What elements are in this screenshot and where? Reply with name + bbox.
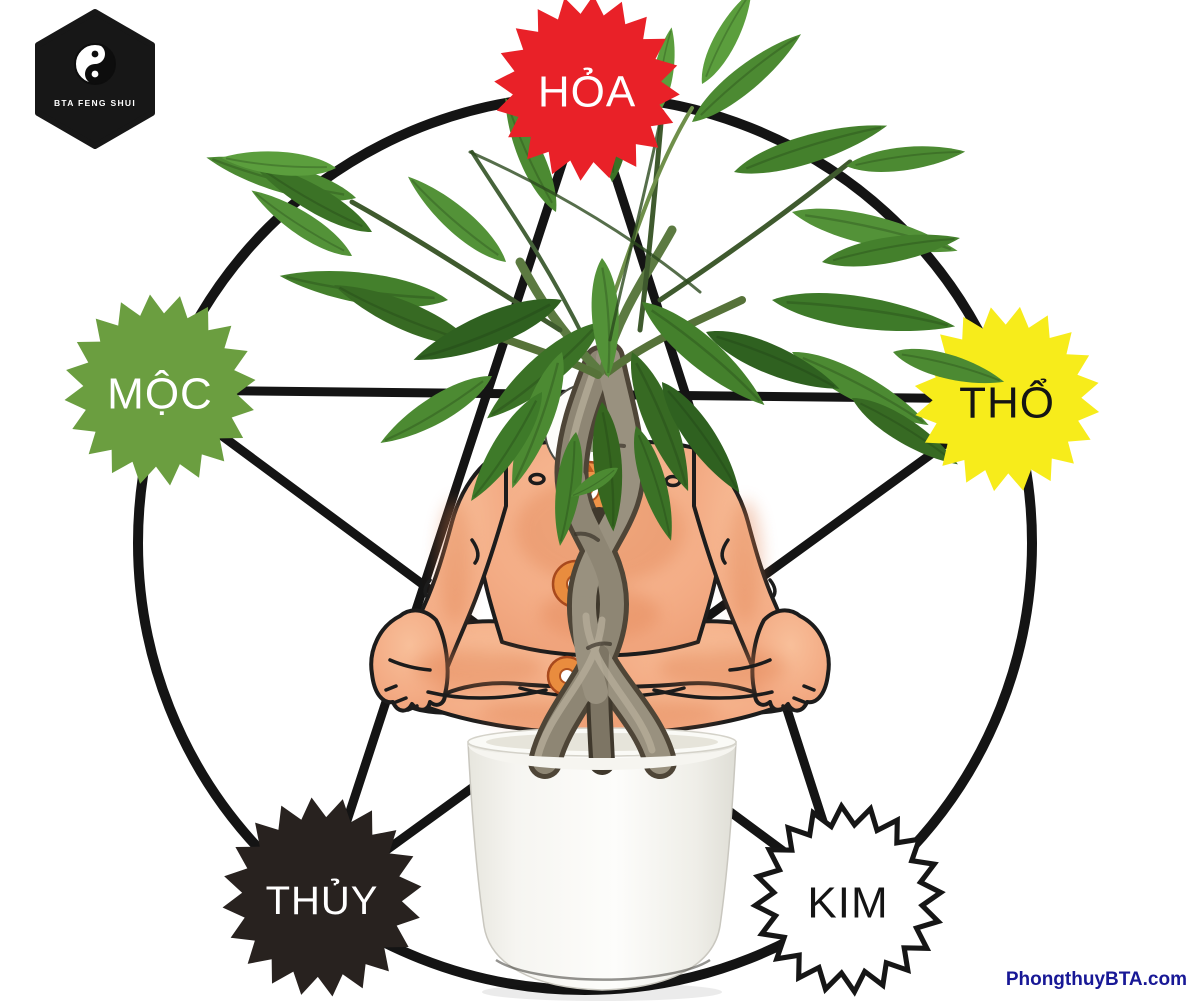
- pot-rim-front: [468, 744, 736, 770]
- logo-brand-text: BTA FENG SHUI: [54, 98, 136, 108]
- bta-logo: BTA FENG SHUI: [35, 9, 155, 149]
- pot-bottom-line: [495, 958, 711, 981]
- yin-yang-icon: [74, 43, 116, 85]
- braided-trunk: [528, 341, 677, 779]
- element-badge-kim: KIM: [749, 800, 948, 999]
- element-badges: HỎA MỘC THỔ THỦY KIM: [54, 0, 1113, 1005]
- element-badge-tho: THỔ: [901, 293, 1113, 505]
- pot-ground-shadow: [482, 983, 722, 1001]
- element-badge-thuy: THỦY: [203, 778, 441, 1005]
- element-badge-hoa: HỎA: [487, 0, 687, 188]
- body-detail-lines: [384, 472, 816, 712]
- badge-label-tho: THỔ: [959, 377, 1055, 428]
- element-badge-moc: MỘC: [54, 284, 266, 496]
- right-hand: [750, 608, 831, 713]
- badge-label-thuy: THỦY: [266, 877, 379, 923]
- left-hand: [369, 608, 450, 713]
- line-hoa-thuy: [317, 83, 592, 902]
- badge-label-moc: MỘC: [107, 369, 213, 419]
- badge-label-kim: KIM: [807, 879, 888, 928]
- website-watermark: PhongthuyBTA.com: [1005, 969, 1187, 990]
- badge-label-hoa: HỎA: [538, 66, 636, 117]
- pot-body: [467, 741, 737, 991]
